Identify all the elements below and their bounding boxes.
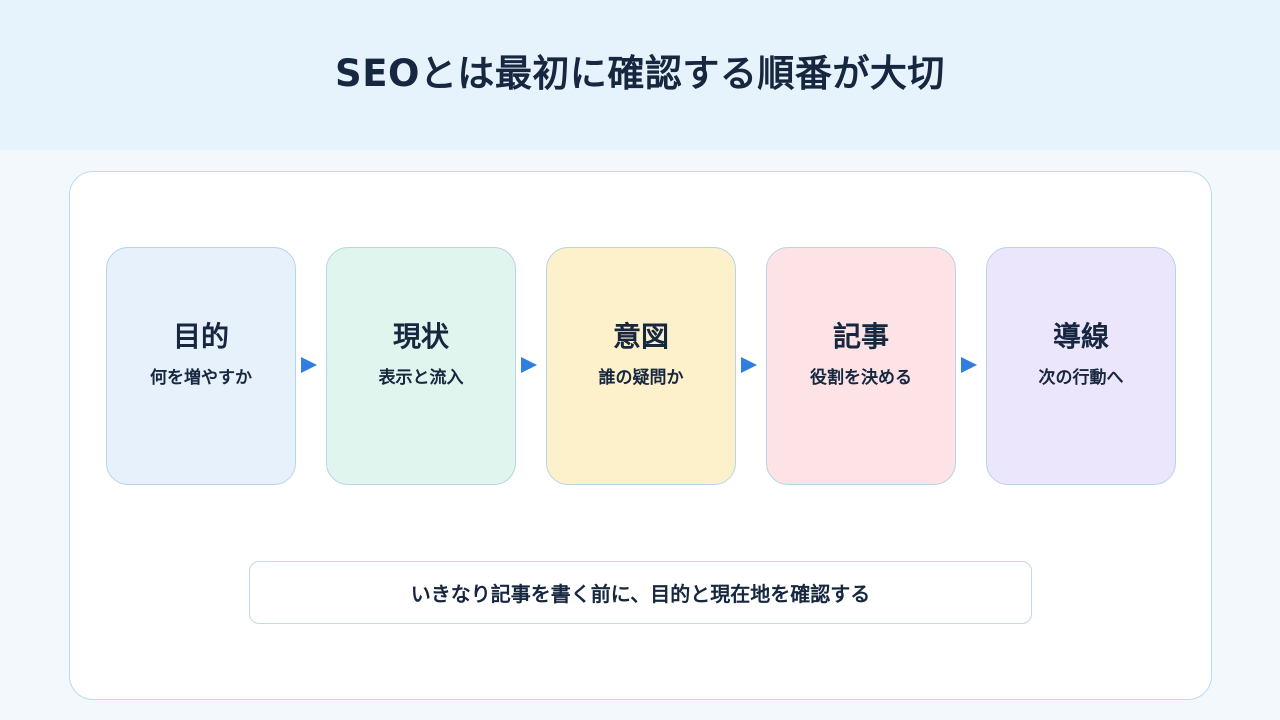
arrow-shape — [961, 357, 977, 373]
arrow-right-icon — [961, 357, 977, 373]
page-title: SEOとは最初に確認する順番が大切 — [335, 52, 945, 95]
step-title: 現状 — [392, 319, 449, 353]
header-band: SEOとは最初に確認する順番が大切 — [0, 0, 1280, 150]
step-card-4: 記事 役割を決める — [766, 247, 956, 485]
step-card-5: 導線 次の行動へ — [986, 247, 1176, 485]
summary-text: いきなり記事を書く前に、目的と現在地を確認する — [410, 582, 871, 606]
step-subtitle: 何を増やすか — [150, 367, 252, 388]
arrow-right-icon — [521, 357, 537, 373]
arrow-right-icon — [301, 357, 317, 373]
step-title: 意図 — [612, 319, 669, 353]
arrow-shape — [301, 357, 317, 373]
step-card-1: 目的 何を増やすか — [106, 247, 296, 485]
step-title: 導線 — [1052, 319, 1109, 353]
arrow-shape — [521, 357, 537, 373]
summary-box: いきなり記事を書く前に、目的と現在地を確認する — [249, 561, 1032, 624]
arrow-right-icon — [741, 357, 757, 373]
step-card-3: 意図 誰の疑問か — [546, 247, 736, 485]
step-subtitle: 誰の疑問か — [598, 367, 684, 388]
step-card-2: 現状 表示と流入 — [326, 247, 516, 485]
step-subtitle: 次の行動へ — [1038, 367, 1124, 388]
step-title: 記事 — [832, 319, 889, 353]
step-title: 目的 — [172, 319, 229, 353]
arrow-shape — [741, 357, 757, 373]
step-subtitle: 表示と流入 — [378, 367, 464, 388]
step-subtitle: 役割を決める — [810, 367, 912, 388]
